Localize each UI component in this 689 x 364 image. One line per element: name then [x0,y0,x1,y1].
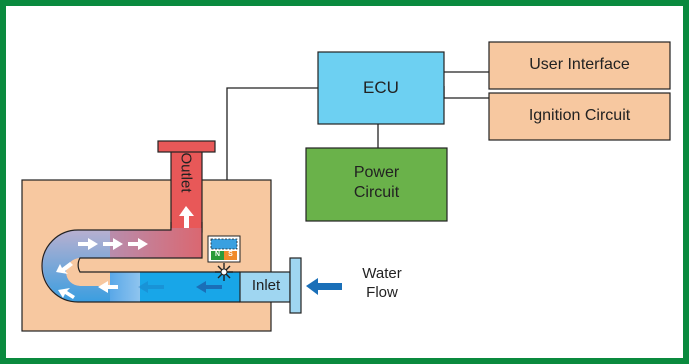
ignition-circuit-label: Ignition Circuit [528,107,631,124]
magnet-s [224,251,237,260]
magnet-n [211,251,224,260]
ecu-box [317,51,445,125]
user-interface-label: User Interface [529,56,630,73]
water-flow-label-2: Flow [366,284,398,301]
user-interface-box [488,41,671,90]
arrow-right-2 [103,238,123,250]
inlet-label: Inlet [251,277,281,294]
outlet-label: Outlet [177,152,195,193]
flow-arrows [56,206,194,299]
water-flow-label-1: Water [362,265,402,282]
arrow-up-outlet [179,206,194,228]
power-circuit-box [305,147,448,222]
arrow-diag [56,262,73,274]
inlet-flange [289,257,302,314]
pipe-outline [41,222,240,303]
power-circuit-label-2: Circuit [353,184,400,201]
inlet-pipe [239,271,291,303]
outlet-flange [157,140,216,153]
ecu-label: ECU [363,78,399,97]
arrow-right-1 [128,238,148,250]
power-circuit-label-1: Power [353,164,400,181]
arrow-left-cold [196,281,222,293]
pipe-bend [42,229,110,302]
magnet-n-label: N [214,251,221,258]
arrow-left-1 [98,281,118,293]
ignition-circuit-box [488,92,671,141]
water-flow-arrow-icon [306,278,342,295]
flow-arrows-cold [138,281,222,293]
sensor-chip [210,238,238,250]
arrow-diag-2 [58,288,75,299]
arrow-left-fade [138,281,164,293]
magnet-s-label: S [228,251,233,258]
arrow-right-3 [78,238,98,250]
